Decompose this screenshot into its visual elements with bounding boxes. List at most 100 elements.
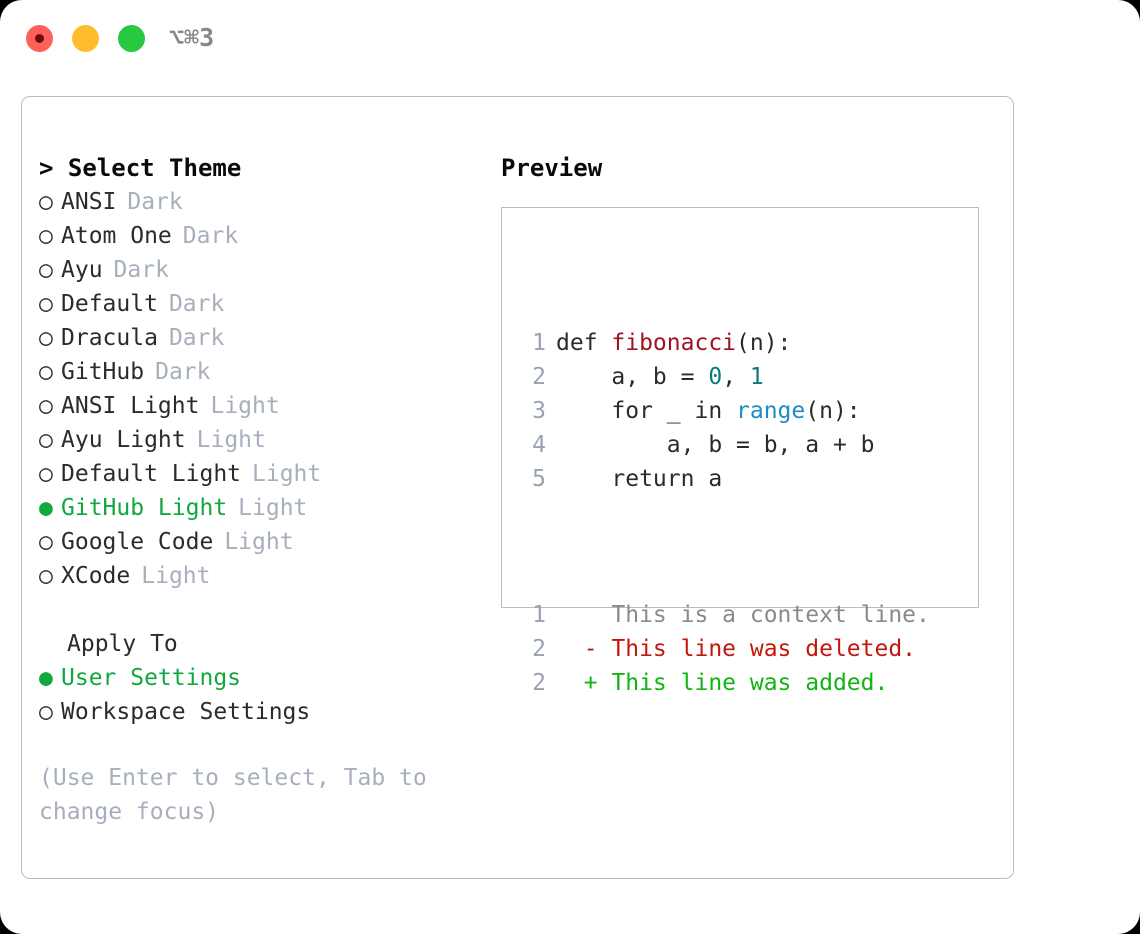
radio-unselected-icon: ○ [39, 427, 53, 453]
theme-mode-label: Light [210, 393, 280, 419]
radio-unselected-icon: ○ [39, 563, 53, 589]
radio-unselected-icon: ○ [39, 461, 53, 487]
line-number: 1 [532, 602, 546, 628]
diff-text: This is a context line. [556, 602, 930, 628]
code-token: 1 [749, 364, 764, 390]
code-token: def [556, 330, 612, 356]
theme-list-item[interactable]: ○ XCode Light [39, 559, 489, 593]
line-number: 5 [532, 466, 546, 492]
code-token: 0 [708, 364, 723, 390]
theme-name: Default [61, 291, 158, 317]
radio-unselected-icon: ○ [39, 359, 53, 385]
theme-name: Atom One [61, 223, 172, 249]
radio-unselected-icon: ○ [39, 393, 53, 419]
theme-name: XCode [61, 563, 131, 589]
theme-list-item[interactable]: ○ Atom One Dark [39, 219, 489, 253]
theme-name: Ayu [61, 257, 103, 283]
code-token: return a [556, 466, 723, 492]
line-number: 2 [532, 636, 546, 662]
theme-list-item[interactable]: ○ Default Light Light [39, 457, 489, 491]
radio-unselected-icon: ○ [39, 257, 53, 283]
traffic-lights [26, 25, 145, 52]
line-number: 2 [532, 670, 546, 696]
theme-list-item[interactable]: ○ Ayu Light Light [39, 423, 489, 457]
radio-selected-icon: ● [39, 495, 53, 521]
theme-mode-label: Dark [168, 325, 225, 351]
apply-to-title: Apply To [67, 631, 178, 657]
radio-unselected-icon: ○ [39, 529, 53, 555]
apply-to-label: User Settings [61, 665, 242, 691]
radio-unselected-icon: ○ [39, 325, 53, 351]
theme-list-item[interactable]: ○ Dracula Dark [39, 321, 489, 355]
theme-list-item[interactable]: ● GitHub Light Light [39, 491, 489, 525]
apply-to-list[interactable]: ● User Settings ○Workspace Settings [39, 661, 489, 729]
radio-unselected-icon: ○ [39, 223, 53, 249]
theme-mode-label: Dark [113, 257, 169, 283]
theme-list-item[interactable]: ○ ANSI Dark [39, 185, 489, 219]
theme-list-item[interactable]: ○ GitHub Dark [39, 355, 489, 389]
theme-name: Ayu Light [61, 427, 186, 453]
code-token: range [736, 398, 806, 424]
line-number: 1 [532, 330, 546, 356]
code-token: , [722, 364, 750, 390]
line-number: 4 [532, 432, 546, 458]
diff-text: + This line was added. [556, 670, 889, 696]
theme-mode-label: Light [252, 461, 322, 487]
code-token: a, b = b, a + b [556, 432, 875, 458]
apply-to-section: Apply To ● User Settings ○Workspace Settin… [39, 627, 489, 729]
keyboard-shortcut-label: ⌥⌘3 [169, 23, 215, 52]
title-bar: ⌥⌘3 [0, 0, 1140, 78]
code-token: a, b = [556, 364, 709, 390]
theme-mode-label: Light [141, 563, 211, 589]
code-line: 5 return a [520, 462, 930, 496]
theme-name: GitHub Light [61, 495, 228, 521]
theme-list-item[interactable]: ○ ANSI Light Light [39, 389, 489, 423]
code-token: for _ in [556, 398, 737, 424]
theme-mode-label: Dark [182, 223, 239, 249]
maximize-button[interactable] [118, 25, 145, 52]
close-button[interactable] [26, 25, 53, 52]
apply-to-item[interactable]: ○Workspace Settings [39, 695, 489, 729]
theme-name: Default Light [61, 461, 242, 487]
line-number: 2 [532, 364, 546, 390]
radio-unselected-icon: ○ [39, 699, 53, 725]
theme-mode-label: Dark [127, 189, 183, 215]
theme-mode-label: Dark [155, 359, 211, 385]
theme-mode-label: Dark [168, 291, 225, 317]
code-text: a, b = b, a + b [556, 428, 875, 462]
line-number: 3 [532, 398, 546, 424]
theme-mode-label: Light [238, 495, 308, 521]
code-text: for _ in range(n): [556, 394, 860, 428]
theme-name: Dracula [61, 325, 158, 351]
code-text: a, b = 0, 1 [556, 360, 764, 394]
code-line: 3 for _ in range(n): [520, 394, 930, 428]
code-token: (n): [736, 330, 792, 356]
theme-mode-label: Light [196, 427, 266, 453]
apply-to-item[interactable]: ● User Settings [39, 661, 489, 695]
theme-list-item[interactable]: ○ Default Dark [39, 287, 489, 321]
diff-line: 1 This is a context line. [520, 598, 930, 632]
theme-name: GitHub [61, 359, 145, 385]
theme-name: Google Code [61, 529, 214, 555]
radio-unselected-icon: ○ [39, 189, 53, 215]
code-text: return a [556, 462, 722, 496]
code-line: 4 a, b = b, a + b [520, 428, 930, 462]
diff-text: - This line was deleted. [556, 636, 917, 662]
theme-name: ANSI [61, 189, 117, 215]
theme-name: ANSI Light [61, 393, 200, 419]
theme-list-item[interactable]: ○ Ayu Dark [39, 253, 489, 287]
preview-header: Preview [501, 154, 603, 182]
radio-selected-icon: ● [39, 665, 53, 691]
radio-unselected-icon: ○ [39, 291, 53, 317]
minimize-button[interactable] [72, 25, 99, 52]
diff-sample: 1 This is a context line. 2 - This line w… [520, 598, 930, 700]
